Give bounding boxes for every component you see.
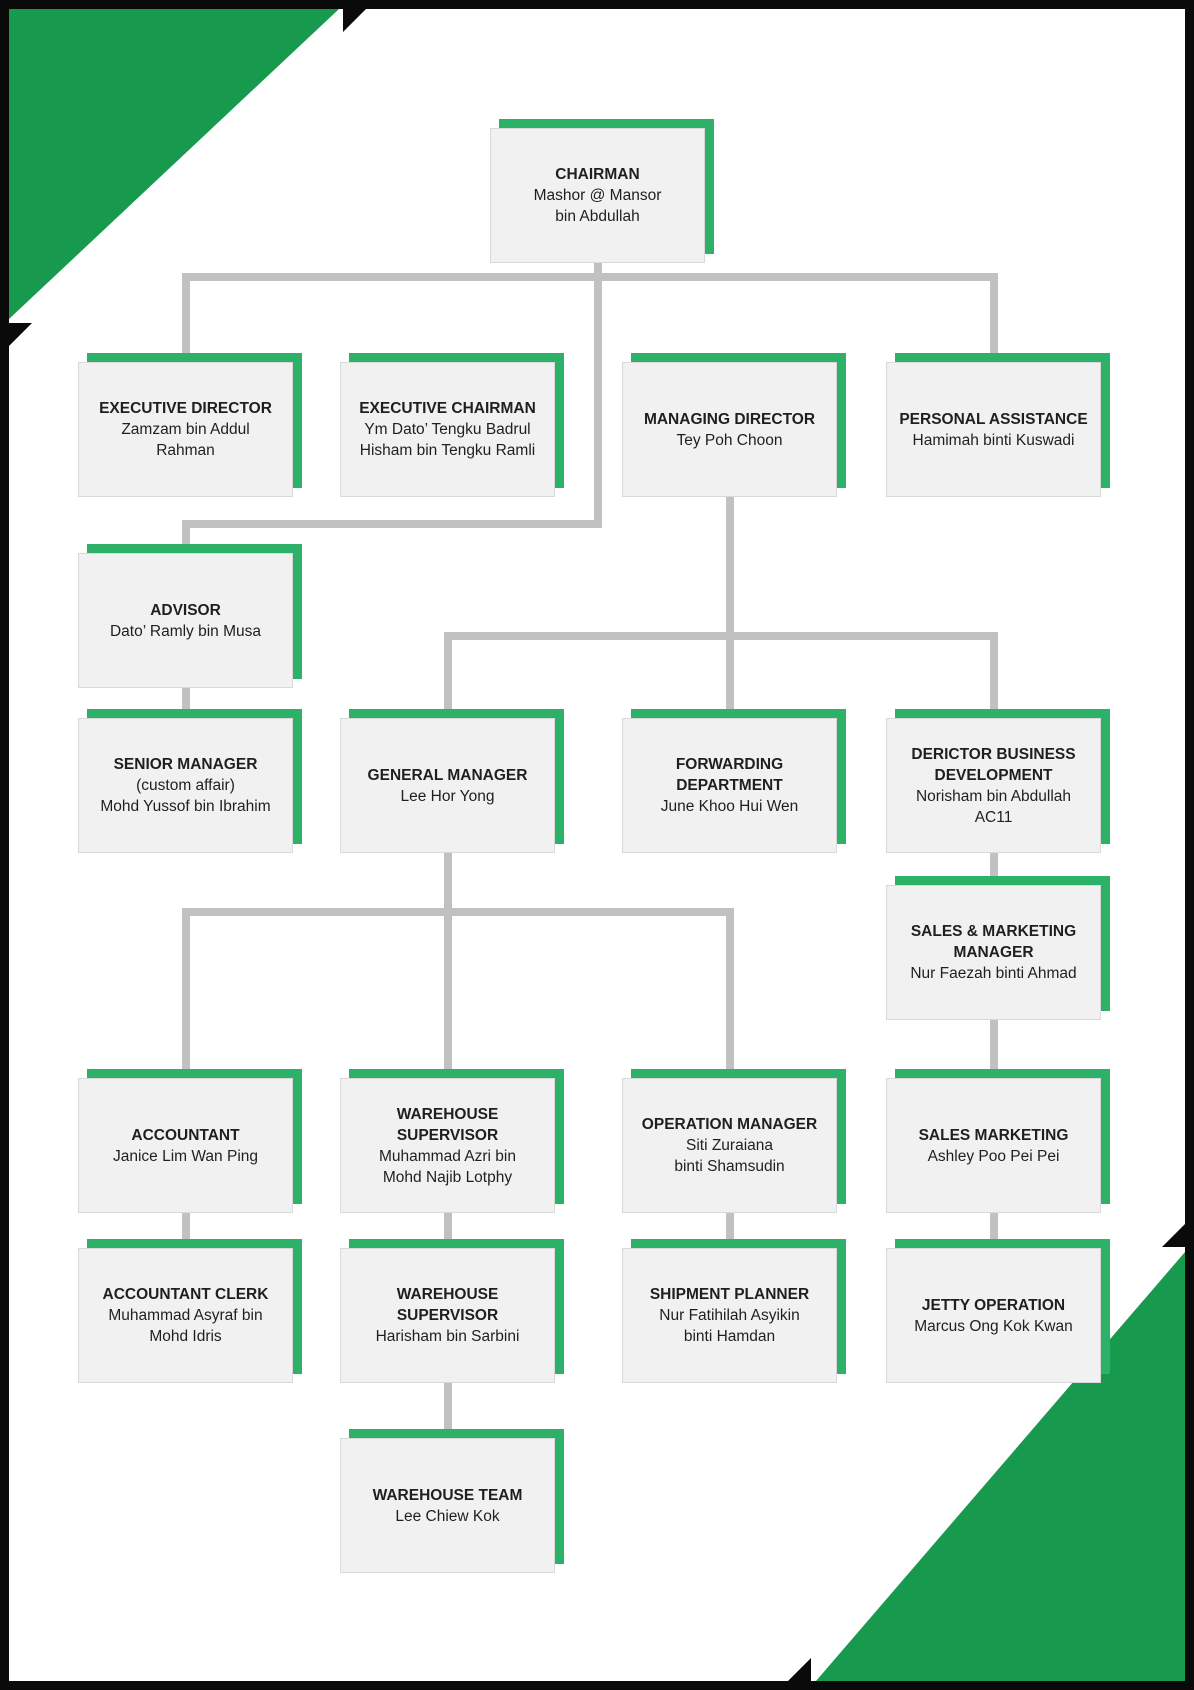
node-title-warehouse-supervisor-1: WAREHOUSE SUPERVISOR (396, 1105, 499, 1144)
node-person-shipment-planner: Nur Fatihilah Asyikin binti Hamdan (659, 1307, 800, 1345)
node-title-executive-director: EXECUTIVE DIRECTOR (99, 400, 272, 417)
org-node-personal-assistance: PERSONAL ASSISTANCE Hamimah binti Kuswadi (886, 362, 1101, 497)
node-title-managing-director: MANAGING DIRECTOR (643, 410, 816, 428)
org-node-operation-manager: OPERATION MANAGER Siti Zuraiana binti Sha… (622, 1078, 837, 1213)
connector-drop-operation-manager (725, 916, 734, 1078)
org-node-advisor: ADVISOR Dato’ Ramly bin Musa (78, 553, 293, 688)
node-title-forwarding-department: FORWARDING DEPARTMENT (675, 756, 784, 794)
node-title-personal-assistance: PERSONAL ASSISTANCE (899, 410, 1088, 428)
node-title-sales-marketing: SALES MARKETING (918, 1126, 1069, 1144)
org-node-accountant: ACCOUNTANT Janice Lim Wan Ping (78, 1078, 293, 1213)
connector-accountant-to-clerk (181, 1213, 190, 1248)
connector-drop-executive-director (181, 281, 190, 362)
connector-dbd-to-sales-marketing-manager (989, 853, 998, 885)
org-node-sales-marketing-manager: SALES & MARKETING MANAGER Nur Faezah bint… (886, 885, 1101, 1020)
connector-drop-warehouse-supervisor-1 (443, 916, 452, 1078)
node-person-managing-director: Tey Poh Choon (676, 431, 783, 449)
connector-managing-director-down (725, 497, 734, 640)
org-node-warehouse-team: WAREHOUSE TEAM Lee Chiew Kok (340, 1438, 555, 1573)
node-title-warehouse-supervisor-2: WAREHOUSE SUPERVISOR (396, 1286, 499, 1324)
node-title-derictor-business-development: DERICTOR BUSINESS DEVELOPMENT (911, 745, 1076, 784)
node-person-chairman: Mashor @ Mansor bin Abdullah (533, 187, 662, 225)
connector-drop-personal-assistance (989, 281, 998, 362)
connector-ws2-to-warehouse-team (443, 1383, 452, 1438)
org-node-accountant-clerk: ACCOUNTANT CLERK Muhammad Asyraf bin Mohd… (78, 1248, 293, 1383)
node-person-warehouse-supervisor-1: Muhammad Azri bin Mohd Najib Lotphy (379, 1147, 516, 1186)
connector-chairman-trunk (593, 263, 602, 528)
node-person-sales-marketing: Ashley Poo Pei Pei (927, 1147, 1060, 1165)
connector-drop-general-manager (443, 640, 452, 718)
org-node-warehouse-supervisor-2: WAREHOUSE SUPERVISOR Harisham bin Sarbini (340, 1248, 555, 1383)
node-person-operation-manager: Siti Zuraiana binti Shamsudin (674, 1137, 785, 1175)
corner-notch-top (343, 9, 366, 32)
org-node-executive-chairman: EXECUTIVE CHAIRMAN Ym Dato’ Tengku Badrul… (340, 362, 555, 497)
node-person-accountant: Janice Lim Wan Ping (112, 1147, 259, 1165)
node-title-shipment-planner: SHIPMENT PLANNER (649, 1286, 810, 1303)
node-person-jetty-operation: Marcus Ong Kok Kwan (914, 1317, 1073, 1335)
node-person-executive-director: Zamzam bin Addul Rahman (121, 421, 250, 459)
org-node-managing-director: MANAGING DIRECTOR Tey Poh Choon (622, 362, 837, 497)
org-node-sales-marketing: SALES MARKETING Ashley Poo Pei Pei (886, 1078, 1101, 1213)
connector-smm-to-sales-marketing (989, 1020, 998, 1078)
node-person-executive-chairman: Ym Dato’ Tengku Badrul Hisham bin Tengku… (359, 421, 536, 459)
connector-level3-horizontal (181, 908, 734, 916)
node-title-senior-manager: SENIOR MANAGER (113, 756, 258, 773)
node-person-general-manager: Lee Hor Yong (400, 787, 495, 805)
org-node-general-manager: GENERAL MANAGER Lee Hor Yong (340, 718, 555, 853)
node-person-senior-manager: (custom affair) Mohd Yussof bin Ibrahim (100, 777, 271, 815)
org-node-chairman: CHAIRMAN Mashor @ Mansor bin Abdullah (490, 128, 705, 263)
node-person-personal-assistance: Hamimah binti Kuswadi (912, 431, 1075, 449)
connector-sm-to-jetty-operation (989, 1213, 998, 1248)
corner-notch-right (1162, 1224, 1185, 1247)
org-node-executive-director: EXECUTIVE DIRECTOR Zamzam bin Addul Rahma… (78, 362, 293, 497)
node-person-forwarding-department: June Khoo Hui Wen (660, 798, 799, 815)
connector-level1-horizontal (181, 273, 998, 281)
node-person-advisor: Dato’ Ramly bin Musa (109, 622, 262, 640)
node-title-advisor: ADVISOR (150, 601, 221, 619)
node-title-warehouse-team: WAREHOUSE TEAM (372, 1486, 523, 1504)
connector-advisor-elbow-horizontal (181, 520, 602, 528)
node-title-chairman: CHAIRMAN (555, 166, 640, 183)
connector-general-manager-down (443, 853, 452, 916)
corner-notch-left (9, 323, 32, 346)
node-person-warehouse-supervisor-2: Harisham bin Sarbini (375, 1328, 520, 1345)
node-title-accountant-clerk: ACCOUNTANT CLERK (102, 1286, 269, 1303)
node-title-operation-manager: OPERATION MANAGER (641, 1116, 818, 1133)
connector-drop-advisor (181, 528, 190, 553)
connector-advisor-to-senior-manager (181, 688, 190, 718)
node-title-executive-chairman: EXECUTIVE CHAIRMAN (359, 400, 536, 417)
connector-drop-accountant (181, 916, 190, 1078)
node-person-accountant-clerk: Muhammad Asyraf bin Mohd Idris (108, 1307, 263, 1345)
node-person-sales-marketing-manager: Nur Faezah binti Ahmad (910, 965, 1077, 982)
node-title-general-manager: GENERAL MANAGER (367, 766, 528, 784)
node-title-jetty-operation: JETTY OPERATION (921, 1296, 1066, 1314)
org-node-forwarding-department: FORWARDING DEPARTMENT June Khoo Hui Wen (622, 718, 837, 853)
connector-ws1-to-ws2 (443, 1213, 452, 1248)
org-node-shipment-planner: SHIPMENT PLANNER Nur Fatihilah Asyikin bi… (622, 1248, 837, 1383)
corner-notch-bottom (788, 1658, 811, 1681)
org-node-senior-manager: SENIOR MANAGER (custom affair) Mohd Yusso… (78, 718, 293, 853)
node-title-sales-marketing-manager: SALES & MARKETING MANAGER (910, 923, 1077, 961)
node-person-warehouse-team: Lee Chiew Kok (395, 1507, 500, 1525)
connector-level2-horizontal (443, 632, 998, 640)
connector-drop-derictor-business-development (989, 640, 998, 718)
org-node-jetty-operation: JETTY OPERATION Marcus Ong Kok Kwan (886, 1248, 1101, 1383)
connector-drop-forwarding-department (725, 640, 734, 718)
node-title-accountant: ACCOUNTANT (131, 1126, 240, 1144)
connector-om-to-shipment-planner (725, 1213, 734, 1248)
node-person-derictor-business-development: Norisham bin Abdullah AC11 (915, 787, 1072, 826)
